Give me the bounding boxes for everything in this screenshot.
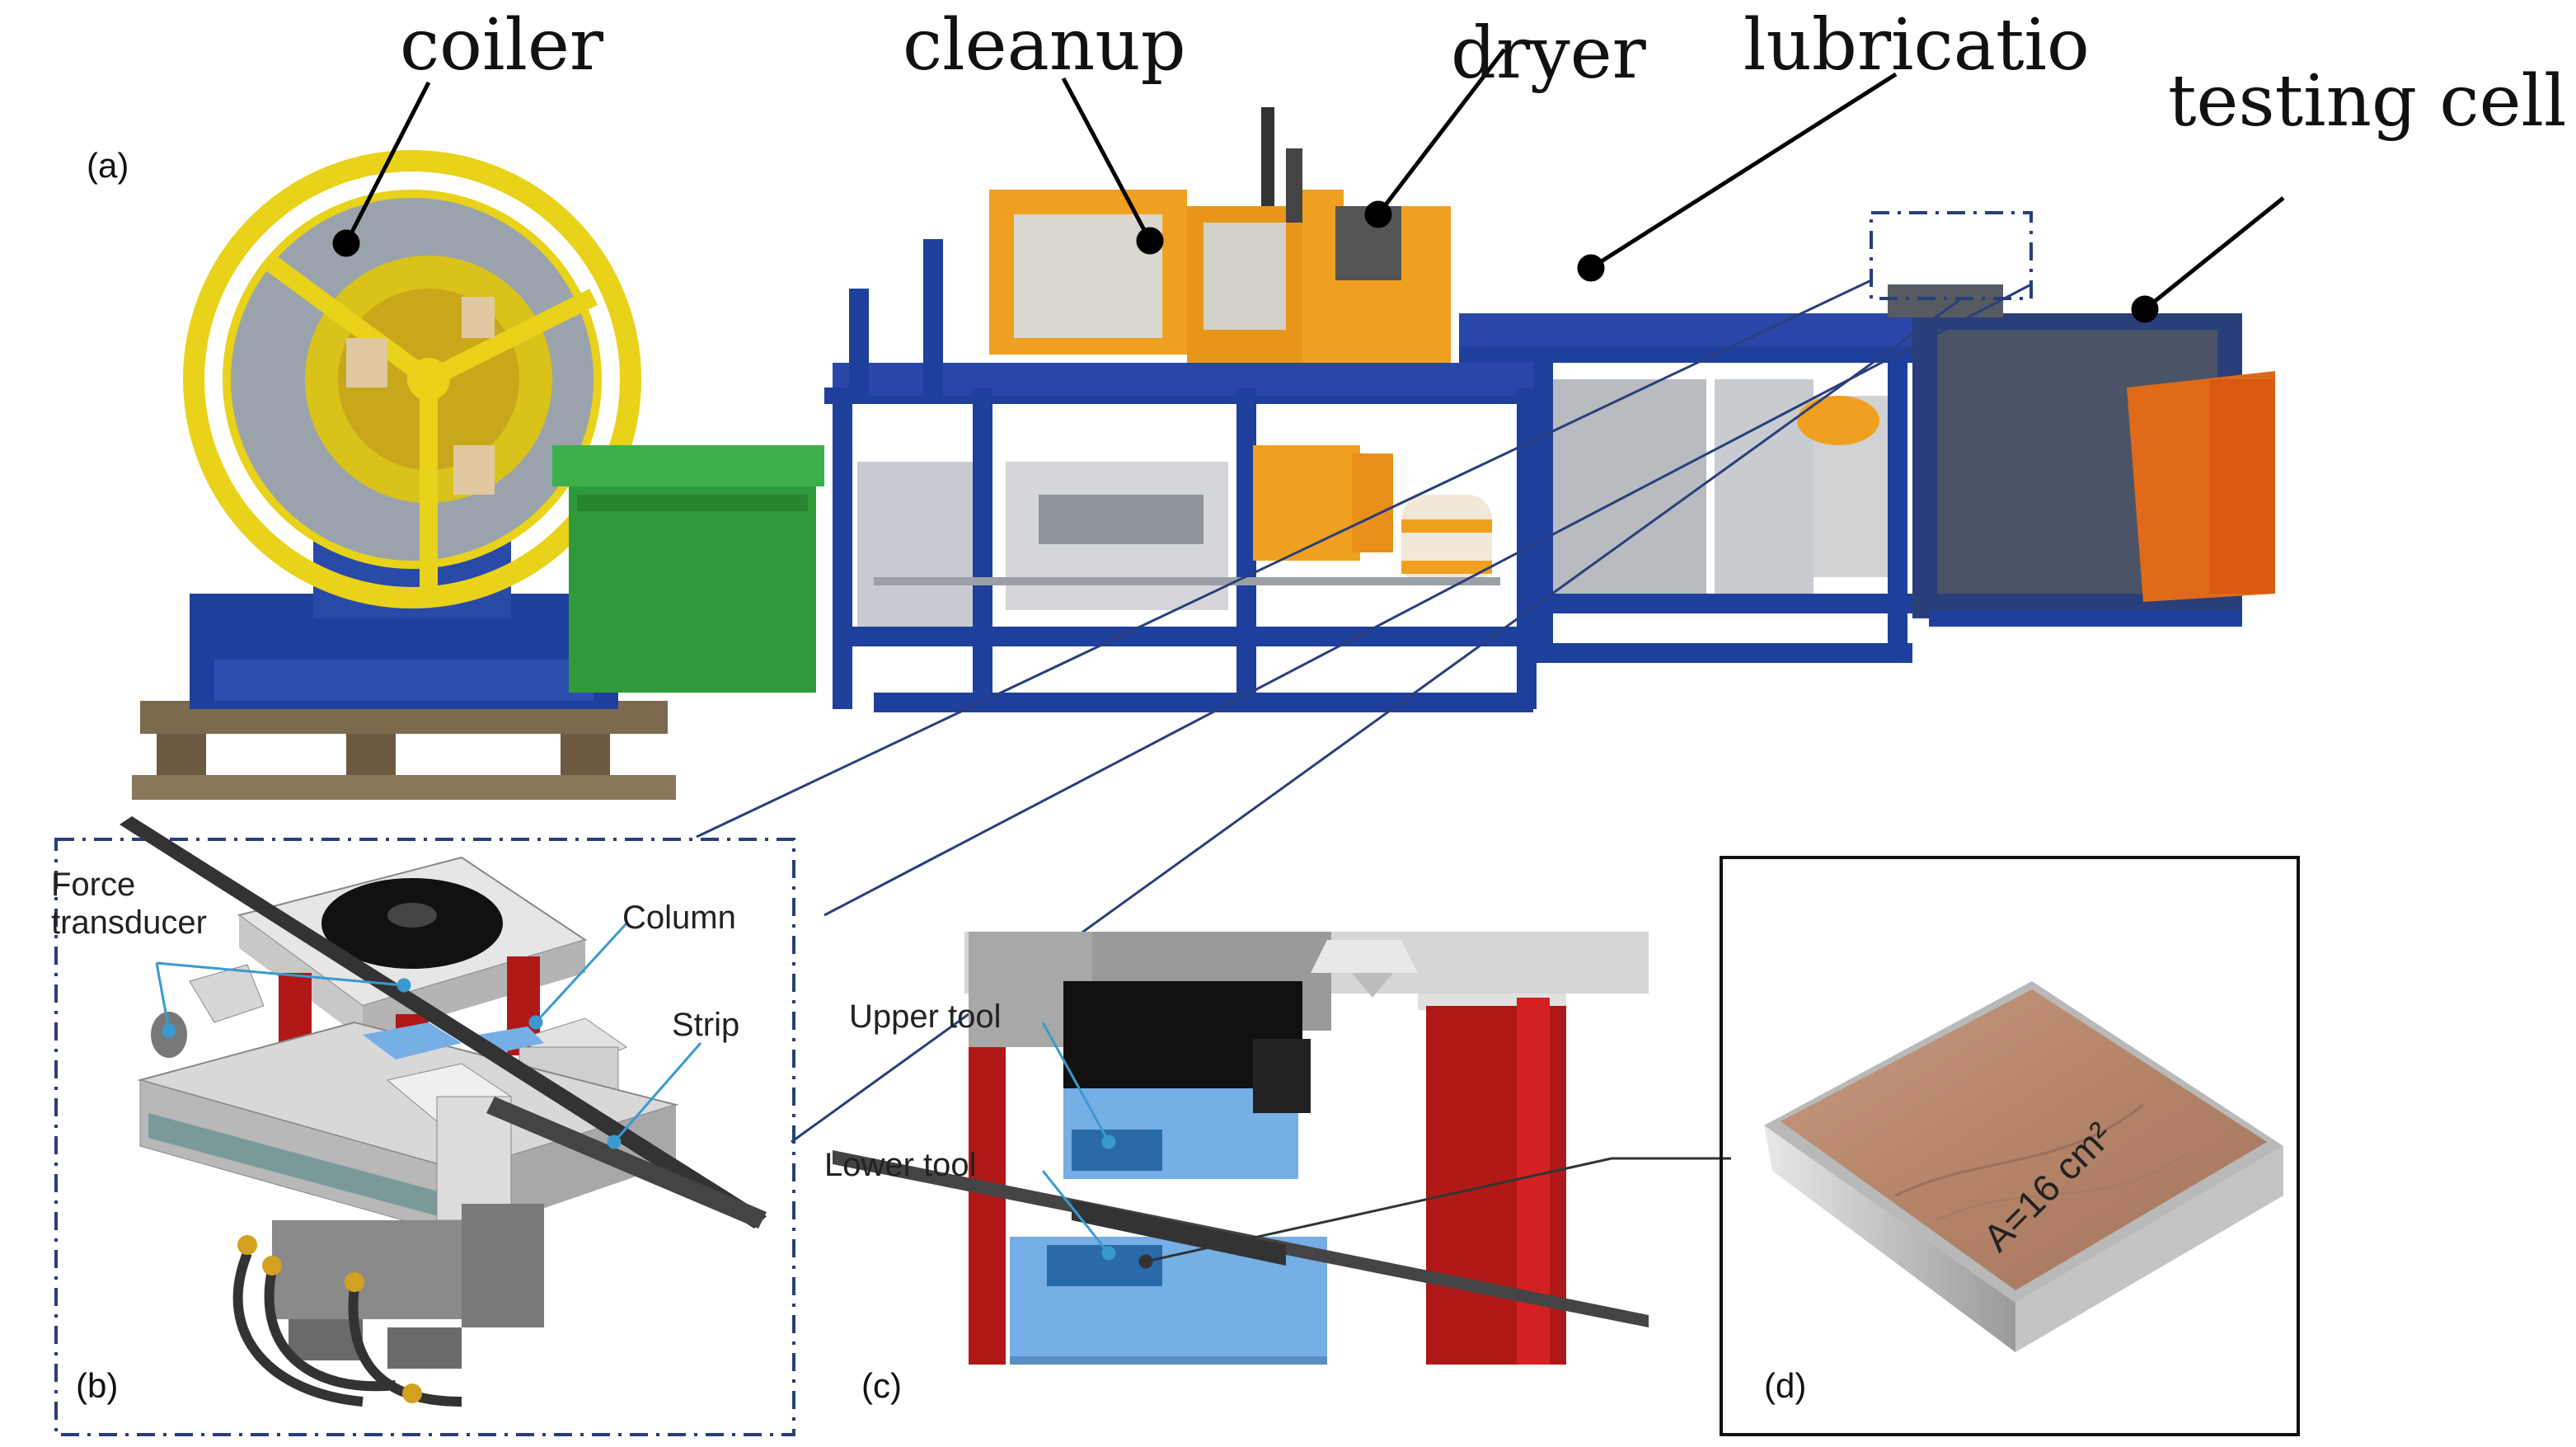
specimen	[1764, 981, 2283, 1352]
green-bin	[552, 445, 824, 693]
panel-c-to-d-connector	[1138, 1157, 1731, 1269]
coiler-wheel	[183, 150, 641, 608]
cleanup-leader	[1061, 77, 1152, 242]
cleanup-label: cleanup	[903, 4, 1186, 87]
dryer-leader	[1377, 48, 1506, 216]
testing-cell-leader	[2143, 196, 2285, 311]
lubrication-leader	[1589, 72, 1898, 270]
dryer-label: dryer	[1451, 12, 1646, 95]
cleanup-dryer-units	[989, 107, 1451, 363]
panel-c-section	[833, 932, 1649, 1365]
panel-a-line	[132, 107, 2275, 800]
testing-cell	[1888, 284, 2275, 627]
panel-a-letter: (a)	[87, 146, 129, 185]
panel-b-frame	[54, 838, 795, 1436]
lower-tool-label: Lower tool	[824, 1147, 977, 1183]
coiler-dot	[332, 229, 360, 257]
panel-b-letter: (b)	[76, 1366, 119, 1405]
testing-cell-dot	[2131, 295, 2159, 323]
lubrication-dot	[1577, 254, 1605, 282]
coiler-leader	[344, 81, 431, 245]
panel-c-leaders	[1041, 1022, 1116, 1261]
cleanup-dot	[1136, 227, 1164, 255]
upper-tool-label: Upper tool	[849, 998, 1002, 1035]
strip-label: Strip	[672, 1007, 740, 1043]
coiler-label: coiler	[400, 4, 603, 87]
dryer-dot	[1364, 200, 1392, 228]
panel-c-letter: (c)	[861, 1366, 902, 1405]
panel-d-letter: (d)	[1764, 1366, 1807, 1405]
panel-d-frame	[1720, 856, 2300, 1436]
force-transducer-label: Force transducer	[51, 867, 207, 941]
testing-cell-label: testing cell	[2168, 60, 2567, 143]
panel-b-leaders	[155, 922, 702, 1149]
zoom-box	[1870, 211, 2033, 300]
panel-a-leaders	[332, 48, 2285, 323]
panel-b-assembly	[120, 816, 767, 1407]
pallet	[132, 701, 676, 800]
lubrication-label: lubricatio	[1743, 4, 2090, 87]
lubrication-frame	[1459, 313, 1921, 663]
column-label: Column	[622, 900, 736, 936]
